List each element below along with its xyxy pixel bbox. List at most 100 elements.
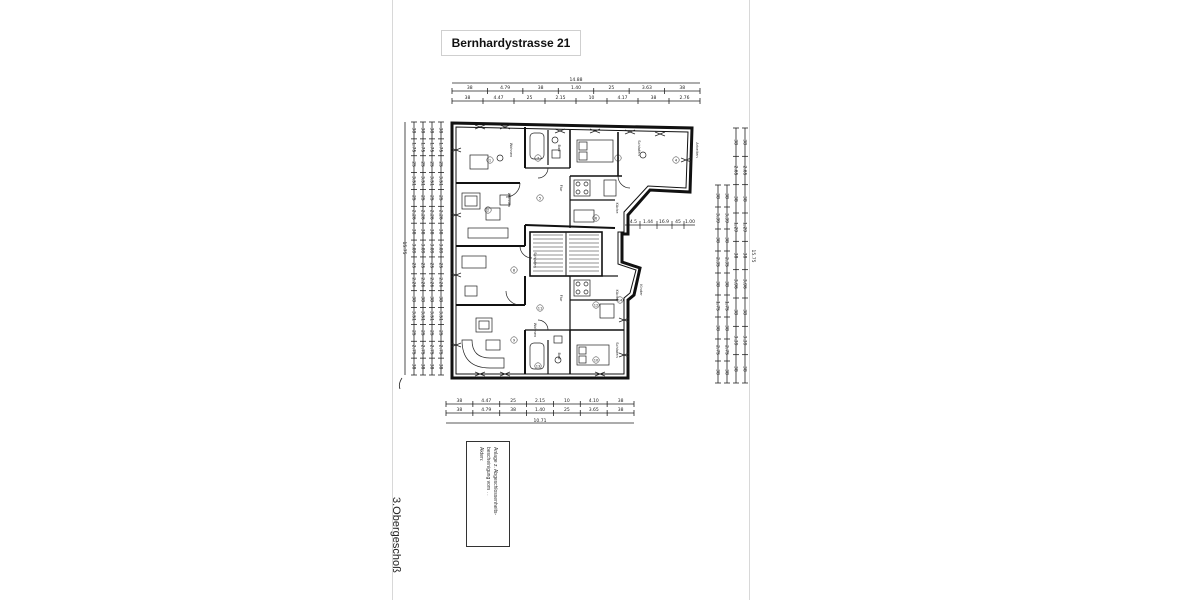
dim-bottom-total: 10.71 xyxy=(534,418,547,424)
dim-left-label: 25 xyxy=(420,195,426,201)
dim-left-label: 38 xyxy=(429,229,435,235)
window-mark xyxy=(624,129,636,135)
dim-left-label: 1.75 xyxy=(420,142,426,152)
dim-right-label: 38 xyxy=(733,196,739,202)
dim-right-inner-label: 38 xyxy=(715,193,721,199)
dim-bottom-row2-label: 1.40 xyxy=(535,407,545,413)
dim-left-label: 3.51 xyxy=(411,311,417,321)
dim-top-row2-label: 10 xyxy=(589,95,595,101)
window-mark xyxy=(499,371,511,377)
dim-mid-label: 24.5 xyxy=(627,219,637,225)
dim-right-label: 38 xyxy=(733,309,739,315)
dim-left-label: 25 xyxy=(420,161,426,167)
dim-left-label: 38 xyxy=(429,128,435,134)
dim-bottom-row2-label: 38 xyxy=(510,407,516,413)
dim-left-label: 3.51 xyxy=(420,311,426,321)
room-number: 8 xyxy=(513,269,516,273)
dim-left-label: 25 xyxy=(438,195,444,201)
dim-bottom-row1-label: 38 xyxy=(618,398,624,404)
dim-left-label: 38 xyxy=(420,128,426,134)
dim-right-inner-label: 2.35 xyxy=(715,257,721,267)
dim-left-label: 1.75 xyxy=(438,142,444,152)
room-number-circle xyxy=(592,214,600,222)
window-mark xyxy=(474,371,486,377)
dim-left-label: 38 xyxy=(438,364,444,370)
window-mark xyxy=(618,352,630,358)
window-mark xyxy=(594,371,606,377)
dim-left-label: 2.26 xyxy=(411,277,417,287)
dim-left-label: 2.26 xyxy=(420,210,426,220)
dim-top-row2-label: 4.17 xyxy=(617,95,627,101)
dim-left-label: 1.75 xyxy=(411,142,417,152)
room-number-circle xyxy=(486,156,494,164)
dim-right-label: 38 xyxy=(733,139,739,145)
dim-left-label: 38 xyxy=(411,364,417,370)
dim-right-label: 38 xyxy=(742,309,748,315)
dim-left-label: 25 xyxy=(429,161,435,167)
dimension-chain-right xyxy=(715,127,748,384)
dim-right-inner-label: 38 xyxy=(724,281,730,287)
page-title: Bernhardystrasse 21 xyxy=(451,36,571,50)
dim-right-inner-label: 38 xyxy=(715,281,721,287)
building-outline xyxy=(450,121,694,380)
dim-left-total: 15.75 xyxy=(401,242,407,255)
dim-left-label: 3.51 xyxy=(420,176,426,186)
dim-left-label: 38 xyxy=(429,296,435,302)
dim-right-inner-label: 38 xyxy=(715,369,721,375)
dim-left-label: 2.26 xyxy=(429,210,435,220)
dim-right-inner-label: 1.75 xyxy=(715,301,721,311)
dim-right-label: 2.65 xyxy=(733,165,739,175)
room-number-circle xyxy=(510,266,518,274)
dim-left-label: 2.75 xyxy=(411,345,417,355)
room-number-circle xyxy=(536,194,544,202)
window-mark xyxy=(450,147,462,153)
dim-left-label: 2.26 xyxy=(420,277,426,287)
dim-top-row1-label: 25 xyxy=(609,85,615,91)
room-number: 7 xyxy=(537,157,539,161)
dim-right-label: 3.96 xyxy=(733,279,739,289)
dim-left-label: 3.89 xyxy=(438,243,444,253)
room-number-circle xyxy=(536,304,544,312)
dim-left-label: 3.89 xyxy=(420,243,426,253)
window-mark xyxy=(450,272,462,278)
room-label: Wohnen xyxy=(533,323,537,338)
dim-right-label: 2.65 xyxy=(742,165,748,175)
dim-left-label: 38 xyxy=(420,229,426,235)
dim-left-label: 3.51 xyxy=(429,176,435,186)
dim-top-total: 14.88 xyxy=(570,77,583,83)
room-label: Flur xyxy=(559,295,563,302)
dim-right-label: 38 xyxy=(742,253,748,259)
dim-top-row1-label: 38 xyxy=(467,85,473,91)
dim-left-label: 3.51 xyxy=(429,311,435,321)
stamp-line-3: Akten: xyxy=(478,447,485,462)
dim-right-label: 1.29 xyxy=(742,222,748,232)
room-number: 3 xyxy=(617,157,619,161)
dim-left-label: 25 xyxy=(420,262,426,268)
room-label: Küche xyxy=(615,290,619,302)
dim-left-label: 25 xyxy=(429,330,435,336)
dim-right-inner-label: 1.75 xyxy=(724,301,730,311)
dim-right-label: 38 xyxy=(733,366,739,372)
dim-right-label: 3.39 xyxy=(742,335,748,345)
room-label: Wohnen xyxy=(507,193,511,208)
dim-mid-label: 16.9 xyxy=(659,219,669,225)
approval-stamp: Anlage z. Abgeschlossenheits- bescheinig… xyxy=(466,441,510,547)
dim-left-label: 3.51 xyxy=(411,176,417,186)
dim-top-row2-label: 38 xyxy=(465,95,471,101)
stamp-line-1: Anlage z. Abgeschlossenheits- xyxy=(492,447,499,516)
dimension-chain-bottom xyxy=(445,401,635,424)
room-number: 11 xyxy=(538,307,543,311)
dim-left-label: 1.75 xyxy=(429,142,435,152)
window-mark xyxy=(589,128,601,134)
dim-right-label: 3.39 xyxy=(733,335,739,345)
dim-left-label: 25 xyxy=(438,161,444,167)
title-box: Bernhardystrasse 21 xyxy=(441,30,581,56)
dim-top-row1-label: 3.63 xyxy=(642,85,652,91)
dim-left-label: 3.89 xyxy=(411,243,417,253)
dim-left-label: 2.26 xyxy=(411,210,417,220)
room-number: 1 xyxy=(489,159,491,163)
dim-mid-label: 1.00 xyxy=(685,219,695,225)
dim-left-label: 2.75 xyxy=(438,345,444,355)
dim-left-label: 25 xyxy=(411,330,417,336)
